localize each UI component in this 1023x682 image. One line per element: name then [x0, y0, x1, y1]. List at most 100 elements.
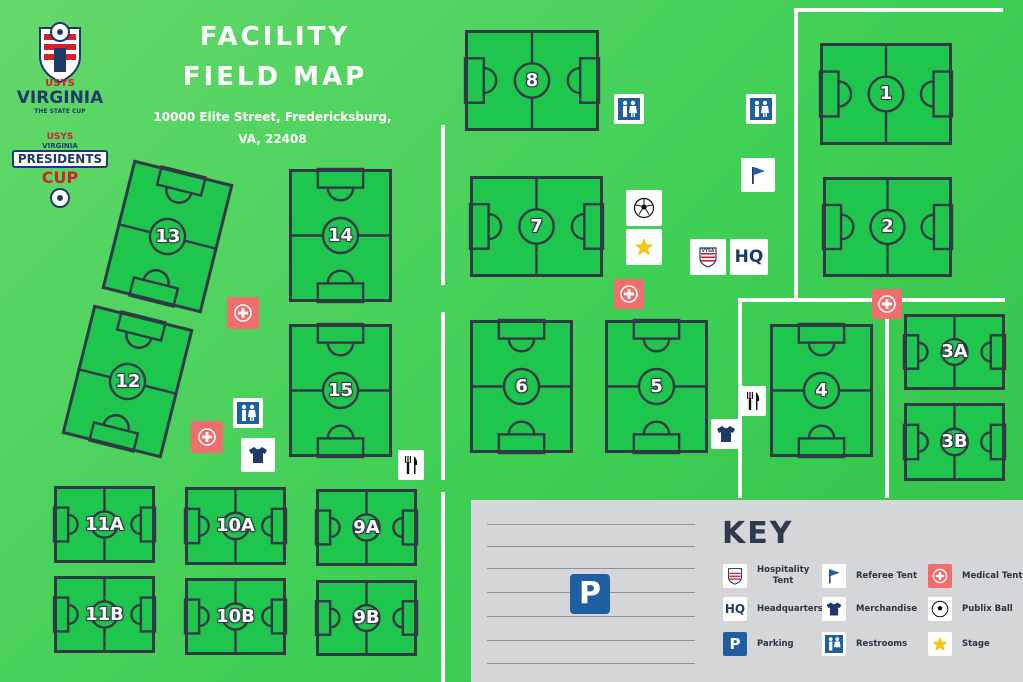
key-item-label: Stage — [962, 638, 990, 649]
parking-space-line — [487, 663, 695, 664]
field-10b[interactable]: 10B — [183, 578, 288, 655]
field-2[interactable]: 2 — [821, 177, 954, 277]
presidents-cup-text-presidents: PRESIDENTS — [17, 152, 103, 166]
field-markings — [818, 43, 954, 145]
field-label: 10A — [216, 515, 255, 536]
field-markings — [314, 489, 419, 566]
field-14[interactable]: 14 — [289, 167, 392, 304]
field-11b[interactable]: 11B — [52, 576, 157, 653]
hq-icon: HQ — [723, 597, 747, 621]
key-item: Hospitality Tent — [723, 564, 809, 588]
field-markings — [902, 314, 1007, 390]
hq-label: HQ — [734, 247, 764, 267]
field-label: 5 — [650, 375, 663, 397]
soccer-ball-icon[interactable] — [626, 190, 662, 226]
presidents-cup-text-virginia: VIRGINIA — [42, 142, 78, 150]
state-cup-text-tagline: THE STATE CUP — [34, 108, 86, 115]
field-label: 1 — [879, 83, 893, 104]
field-8[interactable]: 8 — [463, 30, 601, 131]
field-9a[interactable]: 9A — [314, 489, 419, 566]
vysa-icon[interactable]: VYSA — [690, 239, 726, 275]
field-label: 9A — [353, 516, 380, 538]
tshirt-icon[interactable] — [241, 438, 275, 472]
field-label: 8 — [525, 69, 539, 91]
field-11a[interactable]: 11A — [52, 486, 157, 563]
star-icon[interactable] — [626, 229, 662, 265]
key-item: Stage — [928, 632, 990, 656]
medical-cross-icon[interactable] — [872, 289, 902, 319]
field-markings — [183, 487, 288, 565]
field-markings — [470, 318, 573, 455]
field-markings — [61, 304, 194, 459]
restroom-icon — [822, 632, 846, 656]
flag-icon[interactable] — [741, 158, 775, 192]
restroom-icon[interactable] — [614, 94, 644, 124]
field-10a[interactable]: 10A — [183, 487, 288, 565]
field-6[interactable]: 6 — [470, 318, 573, 455]
parking-icon: P — [723, 632, 747, 656]
field-label: 4 — [815, 379, 828, 401]
address-line-2: VA, 22408 — [238, 132, 307, 146]
field-label: 2 — [881, 216, 894, 237]
tshirt-icon — [822, 597, 846, 621]
field-3b[interactable]: 3B — [902, 403, 1007, 481]
field-5[interactable]: 5 — [605, 318, 708, 455]
key-item-label: Merchandise — [856, 603, 918, 614]
key-item-label: Medical Tent — [962, 570, 1023, 581]
medical-cross-icon[interactable] — [191, 421, 223, 453]
field-1[interactable]: 1 — [818, 43, 954, 145]
fork-knife-icon[interactable] — [398, 450, 424, 480]
walkway — [441, 492, 445, 682]
parking-icon[interactable]: P — [570, 574, 610, 614]
medical-cross-icon — [928, 564, 952, 588]
field-12[interactable]: 12 — [61, 304, 194, 459]
star-icon — [928, 632, 952, 656]
state-cup-text-usys: USYS — [45, 78, 75, 89]
walkway — [441, 125, 445, 285]
key-item: Restrooms — [822, 632, 907, 656]
parking-space-line — [487, 524, 695, 525]
field-markings — [314, 580, 419, 656]
key-item-label: Parking — [757, 638, 794, 649]
field-label: 9B — [353, 607, 380, 628]
fork-knife-icon[interactable] — [740, 386, 766, 416]
field-label: 11B — [85, 603, 124, 625]
parking-icon-label: P — [579, 576, 601, 611]
field-4[interactable]: 4 — [770, 322, 873, 459]
presidents-cup-banner: PRESIDENTS — [12, 150, 108, 168]
field-label: 12 — [114, 370, 141, 392]
title-line-2: FIELD MAP — [182, 62, 368, 92]
field-markings — [52, 486, 157, 563]
state-cup-text-virginia: VIRGINIA — [16, 88, 104, 108]
field-13[interactable]: 13 — [101, 159, 234, 314]
presidents-cup-logo: USYS VIRGINIA PRESIDENTS CUP — [8, 132, 112, 210]
field-7[interactable]: 7 — [468, 176, 605, 277]
state-cup-crest-icon — [39, 22, 81, 84]
field-15[interactable]: 15 — [289, 322, 392, 459]
key-item: Referee Tent — [822, 564, 917, 588]
tshirt-icon[interactable] — [711, 419, 741, 449]
field-3a[interactable]: 3A — [902, 314, 1007, 390]
field-markings — [289, 167, 392, 304]
key-item-label: Publix Ball — [962, 603, 1013, 614]
presidents-cup-text-cup: CUP — [41, 168, 79, 187]
key-item: Merchandise — [822, 597, 917, 621]
field-label: 3A — [941, 341, 968, 362]
field-markings — [468, 176, 605, 277]
restroom-icon[interactable] — [746, 94, 776, 124]
restroom-icon[interactable] — [233, 398, 263, 428]
walkway — [794, 8, 1003, 12]
key-item-label: Hospitality Tent — [757, 565, 810, 586]
hq-icon[interactable]: HQ — [730, 239, 768, 275]
field-9b[interactable]: 9B — [314, 580, 419, 656]
field-markings — [821, 177, 954, 277]
key-item: Medical Tent — [928, 564, 1022, 588]
state-cup-logo: USYS VIRGINIA THE STATE CUP — [8, 18, 112, 120]
field-label: 14 — [327, 224, 354, 246]
address-line-1: 10000 Elite Street, Fredericksburg, — [153, 110, 392, 124]
medical-cross-icon[interactable] — [614, 279, 644, 309]
vysa-text: VYSA — [702, 248, 715, 253]
medical-cross-icon[interactable] — [227, 297, 259, 329]
hq-key-label: HQ — [724, 602, 746, 616]
